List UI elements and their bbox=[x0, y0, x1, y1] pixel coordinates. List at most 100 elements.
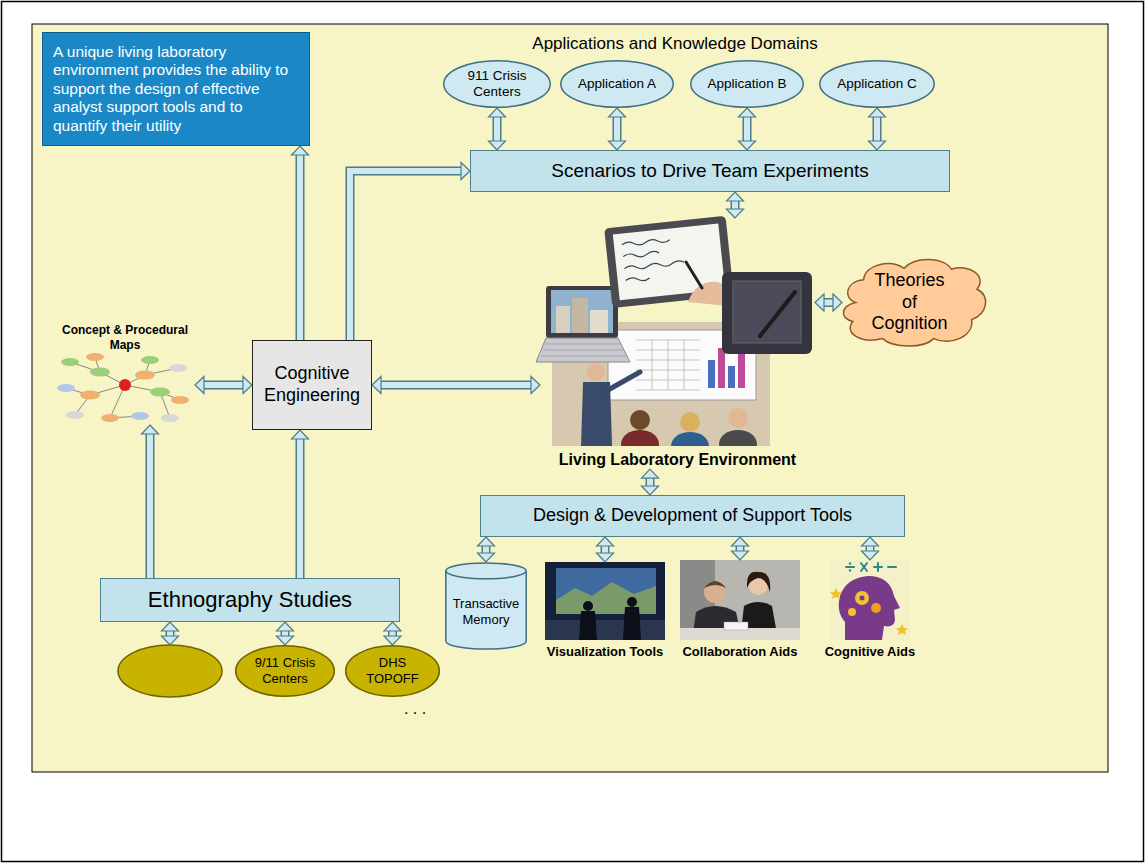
node-text: A unique living laboratory environment p… bbox=[53, 43, 299, 136]
arrow-head bbox=[597, 553, 614, 562]
arrow-head bbox=[384, 636, 401, 645]
concept-map-picture bbox=[57, 384, 75, 392]
caption-area: Visualization Tools bbox=[535, 642, 675, 660]
application-ellipse-shape bbox=[444, 61, 550, 108]
node-text: Application C bbox=[824, 76, 930, 92]
pen-tablet-picture bbox=[733, 281, 801, 343]
visualization-photo bbox=[556, 568, 656, 614]
node-text: Cognitive Engineering bbox=[259, 363, 365, 406]
visualization-photo bbox=[545, 562, 665, 640]
node-text: 9/11 Crisis Centers bbox=[247, 655, 323, 686]
cognitive-aid-icon bbox=[871, 603, 881, 613]
visualization-photo bbox=[579, 611, 597, 640]
laptop-picture bbox=[590, 310, 608, 333]
arrow-head bbox=[478, 537, 495, 546]
arrow-head bbox=[609, 141, 626, 150]
node-text: Application B bbox=[695, 76, 799, 92]
cognitive-aid-icon bbox=[846, 563, 896, 571]
concept-map-picture bbox=[61, 358, 79, 366]
group-photo bbox=[728, 408, 748, 428]
laptop-picture bbox=[545, 344, 621, 345]
caption-area: Cognitive Aids bbox=[815, 642, 925, 660]
double-arrow bbox=[162, 636, 179, 645]
connector-arrow bbox=[350, 163, 470, 341]
concept-map-picture bbox=[135, 371, 155, 380]
group-photo bbox=[680, 412, 700, 432]
tablet-pc-picture bbox=[622, 238, 670, 247]
laptop-picture bbox=[546, 286, 618, 338]
arrow-shaft bbox=[874, 116, 880, 142]
arrow-head bbox=[277, 622, 294, 631]
node-text: Application A bbox=[565, 76, 669, 92]
application-ellipse: 911 Crisis Centers bbox=[443, 60, 551, 108]
group-photo bbox=[708, 360, 715, 388]
study-site-ellipse: 9/11 Crisis Centers bbox=[235, 645, 335, 697]
arrow-shaft bbox=[297, 154, 303, 340]
text-area: Application A bbox=[565, 76, 669, 92]
arrow-shaft bbox=[380, 382, 532, 388]
group-photo bbox=[718, 348, 725, 388]
connector-arrow bbox=[277, 622, 294, 645]
arrow-shaft bbox=[203, 382, 244, 388]
node-text: Scenarios to Drive Team Experiments bbox=[481, 160, 939, 183]
scenario-box: Scenarios to Drive Team Experiments bbox=[470, 150, 950, 192]
tablet-pc-picture bbox=[686, 262, 702, 288]
memory-cylinder: Transactive Memory bbox=[445, 562, 527, 650]
arrow-head bbox=[739, 108, 756, 117]
living-lab-collage: Living Laboratory Environment bbox=[540, 218, 815, 469]
group-photo bbox=[719, 430, 757, 446]
text-area: 9/11 Crisis Centers bbox=[247, 655, 323, 686]
connector-arrow bbox=[489, 108, 506, 150]
concept-map-picture bbox=[141, 356, 159, 364]
group-photo bbox=[652, 340, 653, 390]
node-text: Concept & Procedural Maps bbox=[55, 323, 195, 352]
collaboration-photo bbox=[704, 581, 726, 588]
tablet-pc-picture bbox=[604, 216, 734, 308]
process-box: Cognitive Engineering bbox=[252, 340, 372, 430]
node-text: Transactive Memory bbox=[447, 596, 525, 627]
tool-picture: Collaboration Aids bbox=[675, 560, 805, 660]
arrow-shaft bbox=[494, 116, 500, 142]
heading-area: Concept & Procedural Maps bbox=[55, 322, 195, 352]
tablet-pc-picture bbox=[622, 236, 686, 282]
tablet-pc-picture bbox=[625, 276, 649, 282]
pen-tablet-picture bbox=[722, 272, 812, 354]
cognitive-aid-icon bbox=[849, 569, 851, 571]
memory-cylinder-shape bbox=[446, 563, 526, 649]
arrow-head bbox=[869, 141, 886, 150]
study-box: Ethnography Studies bbox=[100, 578, 400, 622]
application-ellipse-shape bbox=[691, 61, 803, 108]
concept-map-picture bbox=[171, 396, 189, 404]
visualization-photo bbox=[623, 607, 641, 640]
arrow-shaft-outline bbox=[873, 116, 882, 142]
laptop-picture bbox=[572, 298, 588, 333]
laptop-picture bbox=[551, 290, 613, 333]
arrow-head bbox=[277, 636, 294, 645]
concept-map-picture bbox=[101, 414, 119, 422]
arrow-shaft bbox=[297, 438, 303, 578]
arrow-shaft-outline bbox=[823, 298, 834, 307]
connector-arrow bbox=[869, 108, 886, 150]
arrow-shaft-outline bbox=[613, 116, 622, 142]
arrow-head bbox=[372, 377, 381, 394]
arrow-head bbox=[815, 294, 824, 311]
connector-arrow bbox=[478, 537, 495, 562]
summary-box: A unique living laboratory environment p… bbox=[42, 32, 310, 146]
text-area: DHS TOPOFF bbox=[357, 655, 428, 686]
caption-area: Living Laboratory Environment bbox=[540, 448, 815, 469]
cognitive-aid-icon bbox=[861, 563, 867, 571]
tablet-pc-picture bbox=[624, 260, 684, 270]
node-text: Cognitive Aids bbox=[815, 644, 925, 660]
arrow-head bbox=[732, 537, 749, 546]
application-ellipse: Application C bbox=[819, 60, 935, 108]
group-photo bbox=[636, 340, 700, 390]
connector-arrow bbox=[142, 425, 159, 578]
connector-arrow bbox=[642, 469, 659, 495]
arrow-shaft-outline bbox=[380, 381, 532, 390]
cognitive-aid-icon bbox=[896, 624, 908, 635]
study-site-ellipse-shape bbox=[236, 646, 335, 696]
concept-map-picture bbox=[150, 388, 170, 397]
concept-map-picture bbox=[86, 353, 104, 361]
laptop-picture bbox=[543, 350, 624, 351]
